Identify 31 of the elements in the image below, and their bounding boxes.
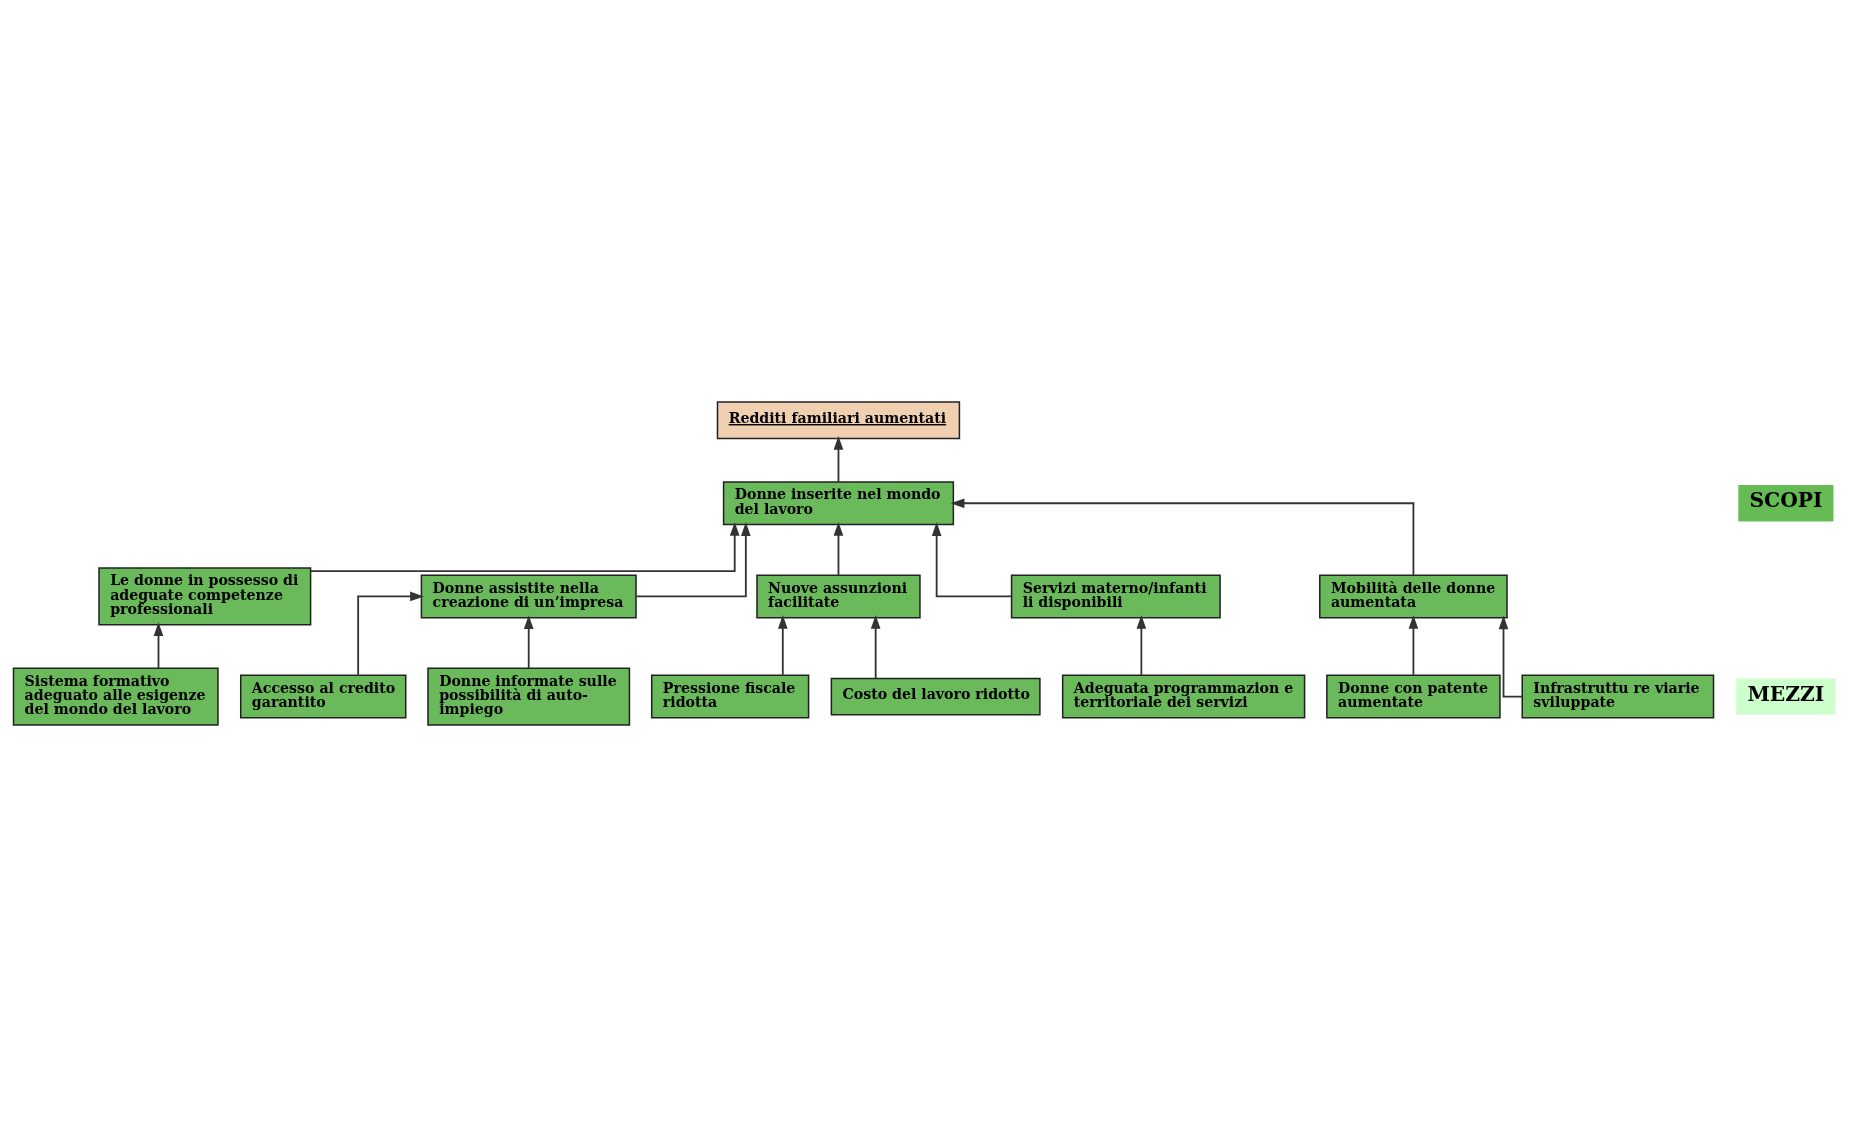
node-box: Accesso al credito garantito <box>240 674 407 719</box>
node-box: Pressione fiscale ridotta <box>650 674 810 719</box>
node-box: Nuove assunzioni facilitate <box>756 573 921 618</box>
node-box: Donne assistite nella creazione di un’impresa <box>420 573 637 618</box>
node-box: Sistema formativo adeguato alle esigenze del mondo del lavoro <box>12 667 219 726</box>
arrow <box>1136 614 1147 676</box>
arrow <box>1498 614 1524 697</box>
node-box: Donne informate sulle possibilità di auto-impiego <box>427 667 631 726</box>
arrow <box>309 521 740 572</box>
node-box: Infrastruttu re viarie sviluppate <box>1521 674 1715 719</box>
node-box: Redditi familiari aumentati <box>716 400 961 439</box>
arrow <box>870 614 881 679</box>
arrow <box>833 521 844 576</box>
arrow <box>357 591 424 676</box>
node-box: Le donne in possesso di adeguate competenze professionali <box>98 566 312 625</box>
node-box: Adeguata programmazion e territoriale dei servizi <box>1061 674 1306 719</box>
arrow <box>950 497 1415 576</box>
arrow <box>777 614 788 676</box>
arrow <box>523 614 534 669</box>
arrow <box>931 521 1013 597</box>
label: SCOPI <box>1749 487 1823 512</box>
arrow <box>1408 614 1419 676</box>
node-box: Costo del lavoro ridotto <box>830 677 1041 716</box>
node-box: Donne con patente aumentate <box>1326 674 1501 719</box>
arrow <box>153 621 164 669</box>
arrow <box>833 435 844 483</box>
node-box: Mobilità delle donne aumentata <box>1319 573 1508 618</box>
label: MEZZI <box>1747 681 1825 706</box>
node-box: Servizi materno/infanti li disponibili <box>1010 573 1221 618</box>
arrow <box>635 521 751 597</box>
node-box: Donne inserite nel mondo del lavoro <box>722 480 955 525</box>
